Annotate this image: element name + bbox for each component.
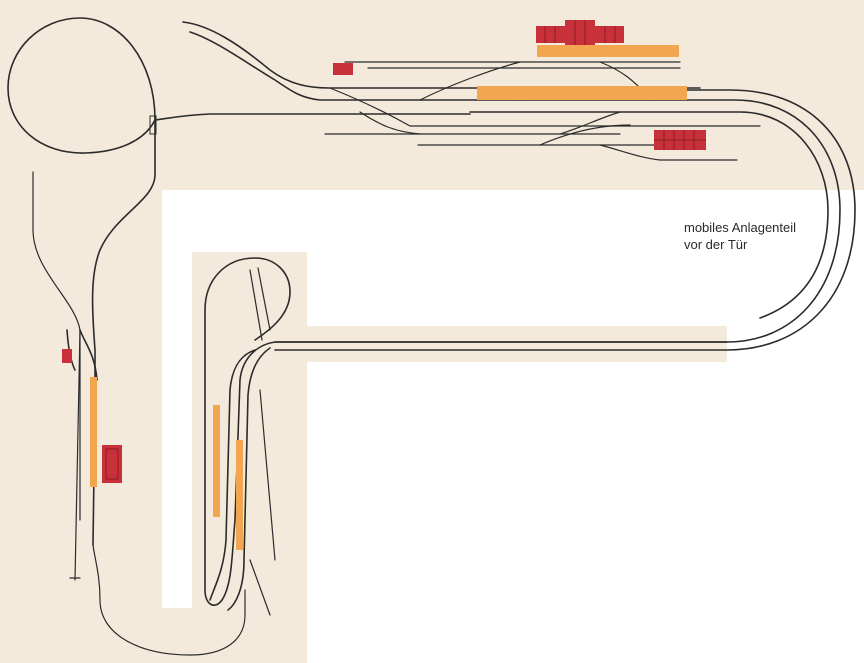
- cutout: [162, 190, 864, 663]
- annotation-line-1: mobiles Anlagenteil: [684, 220, 797, 235]
- center-loop: [204, 257, 728, 616]
- annotation-line-2: vor der Tür: [684, 237, 748, 252]
- building-upper-right: [654, 130, 706, 150]
- upper-station-tracks: [182, 21, 761, 161]
- building-left-station: [102, 445, 122, 483]
- building-left-small: [62, 349, 72, 363]
- platform-upper-1: [537, 45, 679, 57]
- main-line: [274, 89, 856, 351]
- platform-upper-2: [477, 86, 687, 100]
- building-upper-main: [536, 20, 624, 45]
- building-upper-small: [333, 63, 353, 75]
- platform-left: [90, 377, 97, 487]
- platform-center-2: [236, 440, 243, 550]
- platform-center-1: [213, 405, 220, 517]
- annotation-mobile-section: mobiles Anlagenteil vor der Tür: [684, 219, 796, 253]
- helix-loop: [7, 17, 471, 546]
